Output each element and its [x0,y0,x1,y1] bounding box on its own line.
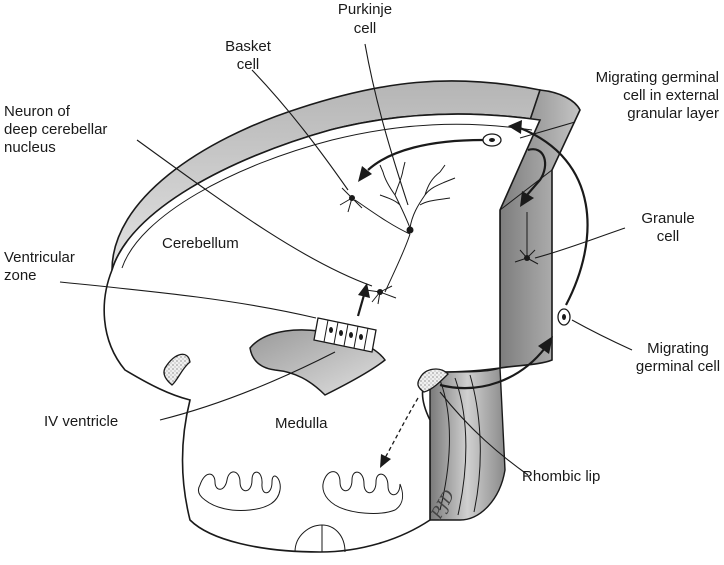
label-migrating-germinal: Migrating germinal cell [636,340,720,375]
label-cerebellum: Cerebellum [162,235,239,252]
svg-text:cell in external: cell in external [623,87,719,104]
rhombic-lip-left [163,353,191,386]
rhombic-lip-right [417,368,449,393]
migrating-external-cell [482,133,502,147]
svg-text:Ventricular: Ventricular [4,249,75,266]
label-purkinje-cell: Purkinje cell [338,1,392,37]
brainstem-side [429,366,506,521]
svg-text:granular layer: granular layer [627,105,719,122]
label-iv-ventricle: IV ventricle [44,413,118,430]
svg-text:Migrating: Migrating [647,340,709,357]
svg-text:deep cerebellar: deep cerebellar [4,121,107,138]
pyramids [294,524,346,553]
svg-text:cell: cell [657,228,680,245]
ventricular-zone [313,317,377,353]
label-basket-cell: Basket cell [225,38,272,73]
olivary-nucleus-right [322,471,404,514]
migrating-germinal-cell [557,308,571,326]
svg-text:Migrating germinal: Migrating germinal [596,69,719,86]
label-rhombic-lip: Rhombic lip [522,468,600,485]
label-ventricular-zone: Ventricular zone [4,249,75,284]
deep-nucleus-neuron [365,285,397,305]
olivary-nucleus-left [197,471,281,511]
leader-lines [59,43,633,476]
svg-text:Granule: Granule [641,210,694,227]
svg-text:zone: zone [4,267,37,284]
svg-text:nucleus: nucleus [4,139,56,156]
label-granule-cell: Granule cell [641,210,694,245]
svg-text:germinal cell: germinal cell [636,358,720,375]
svg-text:cell: cell [237,56,260,73]
svg-text:Purkinje: Purkinje [338,1,392,18]
basket-cell [339,187,363,213]
svg-text:Neuron of: Neuron of [4,103,71,120]
svg-text:Basket: Basket [225,38,272,55]
label-migrating-external: Migrating germinal cell in external gran… [596,69,719,122]
migration-arrows [356,120,589,468]
granule-cell [514,212,539,265]
label-neuron-deep-nucleus: Neuron of deep cerebellar nucleus [4,103,107,156]
svg-text:cell: cell [354,20,377,37]
label-medulla: Medulla [275,415,328,432]
purkinje-cell [354,161,456,293]
